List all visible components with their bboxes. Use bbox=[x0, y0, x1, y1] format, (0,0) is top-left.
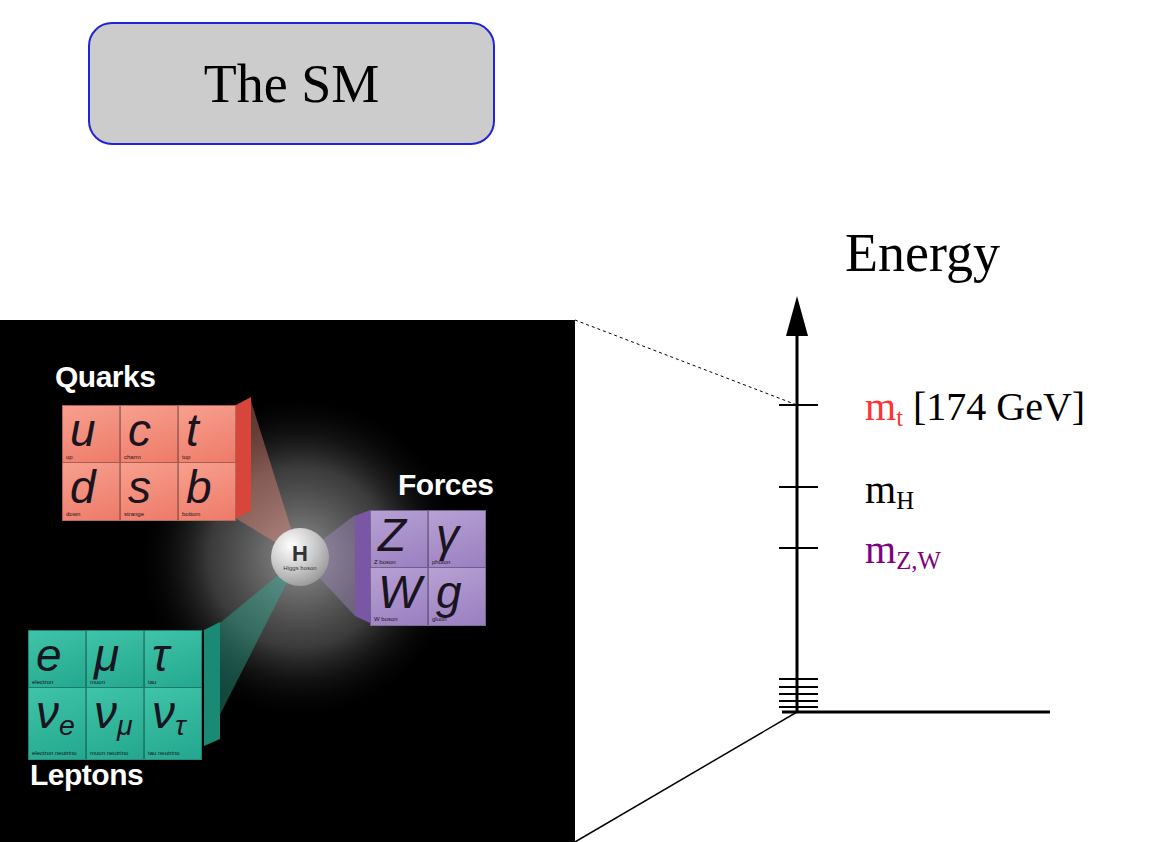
axis-arrowhead bbox=[786, 296, 808, 336]
force-cube-side bbox=[355, 510, 370, 623]
particle-symbol: μ bbox=[87, 631, 143, 677]
subscript: Z,W bbox=[896, 547, 941, 574]
group-heading: Forces bbox=[398, 468, 493, 502]
particle-panel: uupccharmttop d downs strangeb bottomHHiggs … bbox=[0, 320, 575, 842]
particle-symbol: νμ bbox=[87, 688, 143, 747]
zoom-line bbox=[575, 320, 797, 405]
particle-name: electron neutrino bbox=[29, 750, 85, 759]
subscript: μ bbox=[117, 709, 133, 741]
particle-symbol: e bbox=[29, 631, 85, 677]
mass-label: mt bbox=[865, 384, 903, 433]
particle-name: gluon bbox=[429, 616, 485, 625]
particle-symbol: νe bbox=[29, 688, 85, 747]
higgs-field-glow bbox=[135, 392, 465, 722]
horizontal-axis bbox=[782, 711, 1050, 714]
title-box: The SM bbox=[88, 22, 495, 145]
main-glyph: m bbox=[865, 467, 896, 512]
particle-symbol: s bbox=[121, 463, 177, 509]
particle-name: muon neutrino bbox=[87, 750, 143, 759]
title: The SM bbox=[204, 53, 380, 115]
lepton-cube: νμ muon neutrino bbox=[86, 687, 144, 760]
subscript: t bbox=[896, 404, 903, 431]
particle-symbol: c bbox=[121, 406, 177, 452]
lepton-cube: τtau bbox=[144, 630, 202, 689]
axis-tick bbox=[779, 686, 818, 688]
quark-cube: uup bbox=[62, 405, 120, 464]
main-glyph: m bbox=[865, 527, 896, 572]
quark-cube: ccharm bbox=[120, 405, 178, 464]
particle-name: strange bbox=[121, 511, 177, 520]
particle-symbol: d bbox=[63, 463, 119, 509]
particle-symbol: τ bbox=[145, 631, 201, 677]
zoom-line bbox=[575, 712, 797, 842]
boson-cube: γphoton bbox=[428, 510, 486, 569]
quark-cube-side bbox=[236, 397, 251, 518]
subscript: τ bbox=[175, 709, 186, 741]
axis-tick bbox=[779, 486, 818, 488]
lepton-cube: νe electron neutrino bbox=[28, 687, 86, 760]
particle-name: Higgs boson bbox=[283, 565, 317, 572]
subscript: H bbox=[896, 487, 914, 514]
axis-tick bbox=[779, 404, 818, 406]
particle-symbol: b bbox=[179, 463, 235, 509]
particle-symbol: H bbox=[292, 543, 308, 565]
boson-cube: g gluon bbox=[428, 567, 486, 626]
group-heading: Leptons bbox=[30, 758, 143, 792]
main-glyph: ν bbox=[152, 686, 175, 738]
particle-name: tau neutrino bbox=[145, 750, 201, 759]
main-glyph: ν bbox=[94, 686, 117, 738]
particle-symbol: t bbox=[179, 406, 235, 452]
boson-cube: ZZ boson bbox=[370, 510, 428, 569]
main-glyph: ν bbox=[36, 686, 59, 738]
quark-cube: s strange bbox=[120, 462, 178, 521]
lepton-cube: eelectron bbox=[28, 630, 86, 689]
lepton-light-cone bbox=[204, 557, 300, 746]
mass-label: mZ,W bbox=[865, 527, 941, 576]
particle-symbol: γ bbox=[429, 511, 485, 557]
quark-cube: b bottom bbox=[178, 462, 236, 521]
group-heading: Quarks bbox=[55, 360, 155, 394]
lepton-cube-side bbox=[204, 622, 220, 746]
axis-tick bbox=[779, 678, 818, 680]
particle-name: down bbox=[63, 511, 119, 520]
axis-tick bbox=[779, 706, 818, 708]
higgs-sphere: HHiggs boson bbox=[271, 528, 329, 586]
boson-cube: W W boson bbox=[370, 567, 428, 626]
particle-symbol: W bbox=[371, 568, 427, 614]
quark-cube: d down bbox=[62, 462, 120, 521]
particle-symbol: ντ bbox=[145, 688, 201, 747]
main-glyph: m bbox=[865, 384, 896, 429]
mass-label: mH bbox=[865, 467, 914, 516]
axis-tick bbox=[779, 700, 818, 702]
lepton-cube: μmuon bbox=[86, 630, 144, 689]
subscript: e bbox=[59, 709, 75, 741]
particle-symbol: Z bbox=[371, 511, 427, 557]
axis-tick bbox=[779, 693, 818, 695]
particle-name: W boson bbox=[371, 616, 427, 625]
mass-value: [174 GeV] bbox=[913, 384, 1085, 430]
particle-symbol: g bbox=[429, 568, 485, 614]
panel-ground bbox=[0, 320, 575, 842]
lepton-cube: ντ tau neutrino bbox=[144, 687, 202, 760]
energy-axis bbox=[796, 330, 799, 713]
axis-tick bbox=[779, 547, 818, 549]
particle-symbol: u bbox=[63, 406, 119, 452]
quark-cube: ttop bbox=[178, 405, 236, 464]
axis-title: Energy bbox=[845, 222, 1000, 284]
particle-name: bottom bbox=[179, 511, 235, 520]
